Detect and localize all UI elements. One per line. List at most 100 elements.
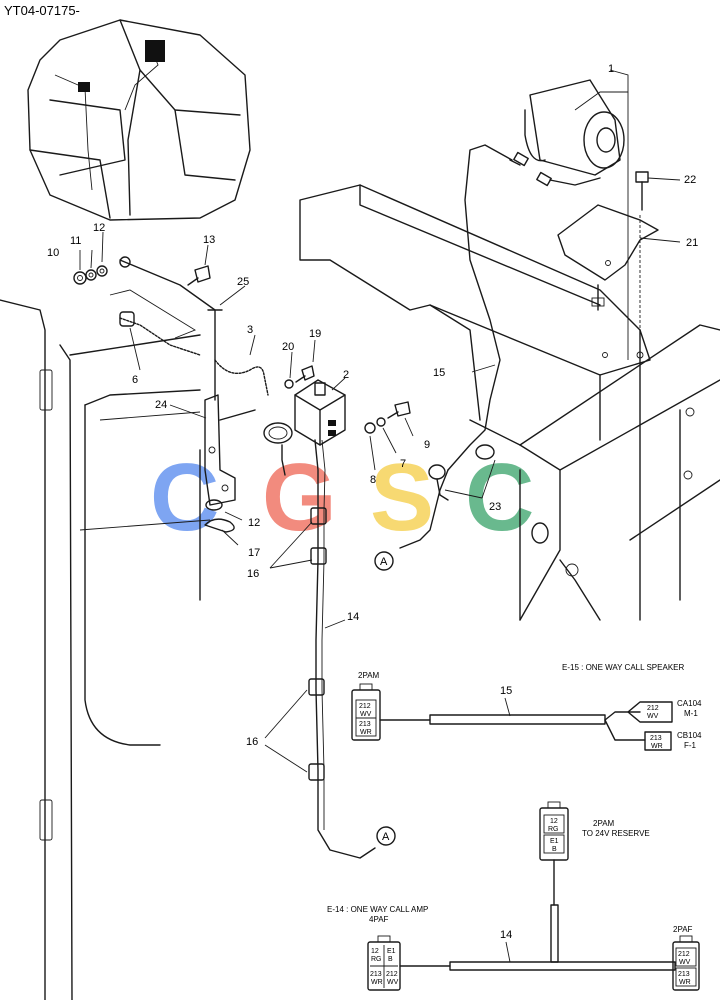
- part-label-11: 11: [70, 235, 81, 247]
- mount-bracket-24: [204, 394, 256, 506]
- part-label-19: 19: [309, 328, 321, 340]
- part-label-7: 7: [400, 458, 406, 470]
- door-hinge-lower: [39, 799, 53, 841]
- speaker-connector-2: [536, 171, 552, 187]
- e15-pin2-num: 213: [359, 721, 371, 728]
- ref-marker-upper-label: A: [380, 556, 388, 568]
- wire-harness-15-lower: [399, 469, 449, 549]
- speaker-connector-1: [513, 151, 529, 167]
- e15-cb104-pin: F-1: [684, 741, 697, 750]
- e14-right-connector-name: 2PAF: [673, 925, 693, 934]
- switch-box: [294, 379, 346, 446]
- part-label-21: 21: [686, 237, 698, 249]
- e15-cb104-code2: WR: [651, 743, 663, 750]
- e14-harness-label: 14: [500, 929, 512, 941]
- part-label-14: 14: [347, 611, 359, 623]
- e14-right-pin2-color: WR: [679, 979, 691, 986]
- e15-left-connector-name: 2PAM: [358, 671, 380, 680]
- e15-cb104-name: CB104: [677, 731, 702, 740]
- part-label-12-lower: 12: [248, 517, 260, 529]
- part-label-13: 13: [203, 234, 215, 246]
- wire-clamp-16a: [310, 507, 327, 525]
- e14-right-pin2-num: 213: [678, 971, 690, 978]
- e15-ca104-name: CA104: [677, 699, 702, 708]
- e15-title: E-15 : ONE WAY CALL SPEAKER: [562, 663, 684, 672]
- part-label-24: 24: [155, 399, 167, 411]
- wire-clamp-16b: [310, 547, 327, 565]
- part-label-15: 15: [433, 367, 445, 379]
- ref-marker-lower: A: [376, 826, 396, 846]
- watermark: C G S C: [150, 444, 534, 551]
- part-label-12: 12: [93, 222, 105, 234]
- e14-top-connector-name: 2PAM: [593, 819, 615, 828]
- part-label-16b: 16: [246, 736, 258, 748]
- cable-3: [214, 359, 269, 396]
- part-label-23: 23: [489, 501, 501, 513]
- e14-title: E-14 : ONE WAY CALL AMP: [327, 905, 428, 914]
- speaker-assembly: [509, 79, 659, 355]
- e14-pin2-num: E1: [387, 948, 396, 955]
- wire-harness-14: [314, 439, 376, 859]
- clamp-23: [428, 444, 495, 501]
- ref-marker-lower-label: A: [382, 831, 390, 843]
- watermark-letter-g: G: [262, 444, 337, 551]
- part-number-labels: 1 2 3 6 7 8 9 10 11 12 13 14 15 16 16 17…: [47, 63, 698, 748]
- e14-pin1-num: 12: [371, 948, 379, 955]
- washer-stack: [73, 256, 131, 285]
- e15-cb104-code1: 213: [650, 735, 662, 742]
- e14-pin2-color: B: [388, 956, 393, 963]
- switch-knob: [314, 382, 326, 396]
- part-label-2: 2: [343, 369, 349, 381]
- watermark-letter-c1: C: [150, 444, 219, 551]
- schematic-e14: E-14 : ONE WAY CALL AMP 4PAF 12 RG E1 B …: [327, 801, 700, 991]
- e14-pin4-num: 212: [386, 971, 398, 978]
- e15-ca104-connector: [627, 701, 673, 723]
- clip-17: [204, 518, 235, 533]
- ref-marker-upper: A: [374, 551, 394, 571]
- part-label-9: 9: [424, 439, 430, 451]
- wire-clamp-16d: [308, 763, 325, 781]
- schematic-e15: E-15 : ONE WAY CALL SPEAKER 2PAM 212 WV …: [351, 663, 702, 751]
- part-label-17: 17: [248, 547, 260, 559]
- e14-pin4-color: WV: [387, 979, 399, 986]
- e15-cb104-connector: [644, 731, 672, 751]
- e14-right-pin1-num: 212: [678, 951, 690, 958]
- part-label-16a: 16: [247, 568, 259, 580]
- e15-pin1-color: WV: [360, 711, 372, 718]
- watermark-letter-s: S: [370, 444, 434, 551]
- e14-top-pin1-num: 12: [550, 818, 558, 825]
- part-label-8: 8: [370, 474, 376, 486]
- rod-25: [119, 259, 216, 401]
- machine-speaker-marker-icon: [145, 40, 165, 62]
- door-hinge-upper: [39, 369, 53, 411]
- part-label-22: 22: [684, 174, 696, 186]
- frame-structure: [299, 184, 720, 621]
- e14-harness-14: [449, 961, 676, 971]
- e14-left-connector-name: 4PAF: [369, 915, 389, 924]
- e15-ca104-code1: 212: [647, 705, 659, 712]
- callout-leaders: [79, 69, 681, 773]
- wire-clamp-16c: [308, 678, 325, 696]
- e15-ca104-code2: WV: [647, 713, 659, 720]
- machine-switch-marker-icon: [78, 82, 90, 92]
- e15-pin1-num: 212: [359, 703, 371, 710]
- machine-overview-illustration: [27, 19, 251, 221]
- washer-12-lower: [205, 499, 223, 511]
- bolt-13: [187, 265, 211, 286]
- cable-coil: [263, 422, 293, 444]
- part-label-20: 20: [282, 341, 294, 353]
- e15-harness-label: 15: [500, 685, 512, 697]
- cab-frame: [0, 299, 211, 1000]
- watermark-letter-c2: C: [465, 444, 534, 551]
- mic-connector-6: [109, 289, 201, 356]
- e15-ca104-pin: M-1: [684, 709, 698, 718]
- e14-pin1-color: RG: [371, 956, 382, 963]
- e14-top-pin1-color: RG: [548, 826, 559, 833]
- e14-top-pin2-color: B: [552, 846, 557, 853]
- bolt-19: [295, 365, 315, 383]
- wire-harness-15: [447, 144, 513, 471]
- part-label-10: 10: [47, 247, 59, 259]
- washer-7: [376, 417, 386, 427]
